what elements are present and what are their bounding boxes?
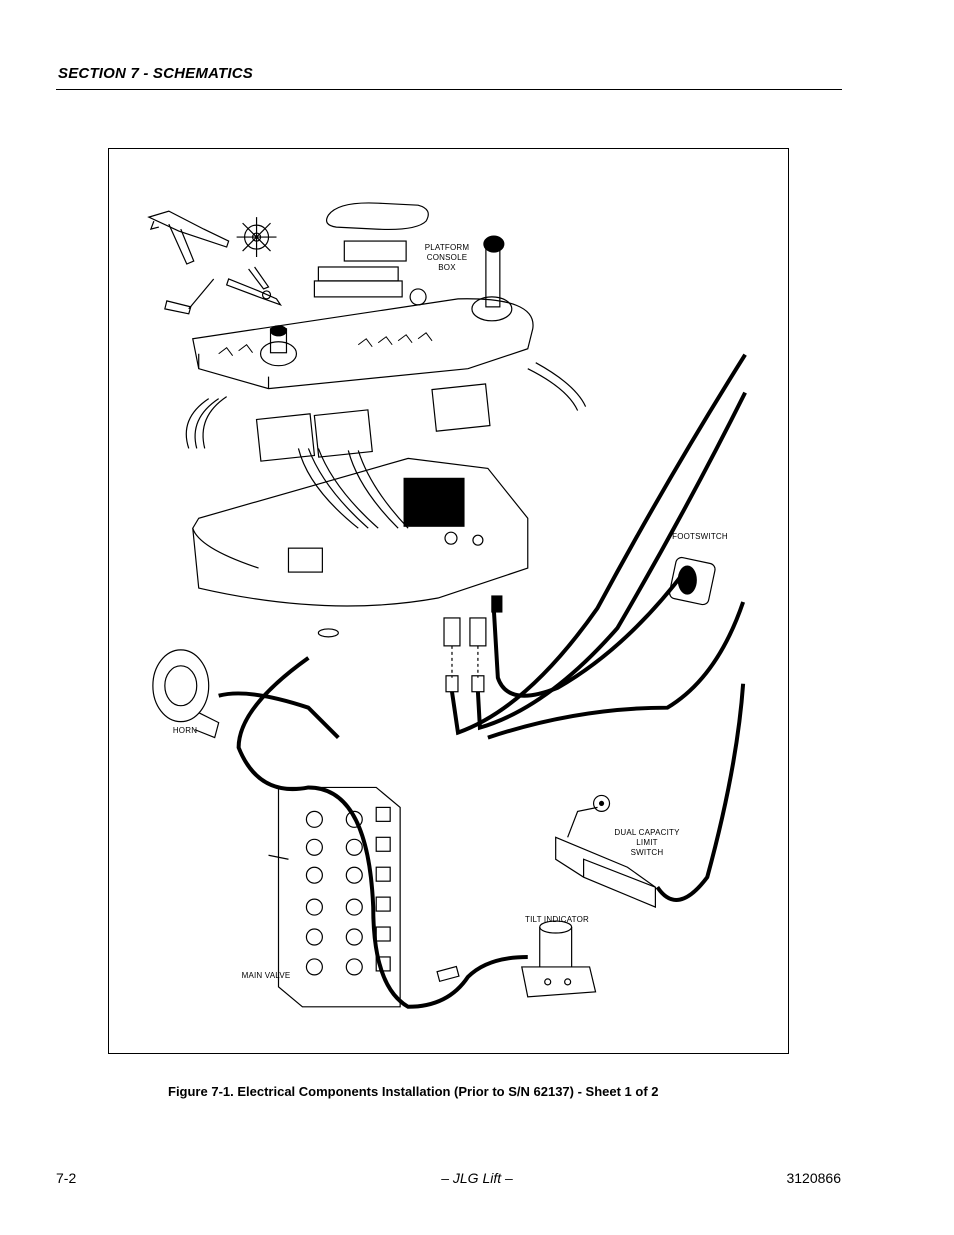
label-dual-capacity-limit-switch: DUAL CAPACITY LIMIT SWITCH	[614, 828, 680, 857]
figure-caption: Figure 7-1. Electrical Components Instal…	[168, 1084, 659, 1099]
joystick-left	[259, 325, 298, 367]
page-number: 7-2	[56, 1170, 77, 1186]
switch-panel-decal	[343, 240, 407, 262]
label-footswitch: FOOTSWITCH	[672, 532, 728, 541]
label-tilt-indicator: TILT INDICATOR	[525, 915, 589, 924]
crimp-tool-icon	[147, 210, 230, 265]
electrical-components-drawing	[147, 202, 747, 1009]
tilt-indicator	[521, 920, 597, 998]
console-lid	[192, 298, 534, 390]
pliers-icon	[225, 266, 283, 307]
footswitch	[668, 556, 716, 606]
header-rule	[56, 89, 842, 90]
document-number: 3120866	[786, 1170, 841, 1186]
spoked-wheel-icon	[236, 217, 277, 258]
figure-illustration: PLATFORM CONSOLE BOX FOOTSWITCH HORN DUA…	[108, 148, 789, 1054]
main-valve	[268, 786, 401, 1008]
label-horn: HORN	[172, 726, 198, 735]
footer-center-text: – JLG Lift –	[441, 1170, 513, 1186]
horn-icon	[152, 649, 220, 739]
joystick-right	[471, 235, 513, 322]
console-box	[192, 457, 529, 607]
switch-strip	[317, 266, 399, 282]
tilt-connector	[436, 965, 460, 983]
console-cover	[326, 202, 429, 231]
label-main-valve: MAIN VALVE	[241, 971, 291, 980]
limit-switch	[555, 794, 656, 908]
key-switch	[409, 288, 427, 306]
insertion-tool-icon	[164, 278, 215, 315]
section-title: SECTION 7 - SCHEMATICS	[58, 65, 253, 82]
label-platform-console-box: PLATFORM CONSOLE BOX	[424, 243, 470, 272]
